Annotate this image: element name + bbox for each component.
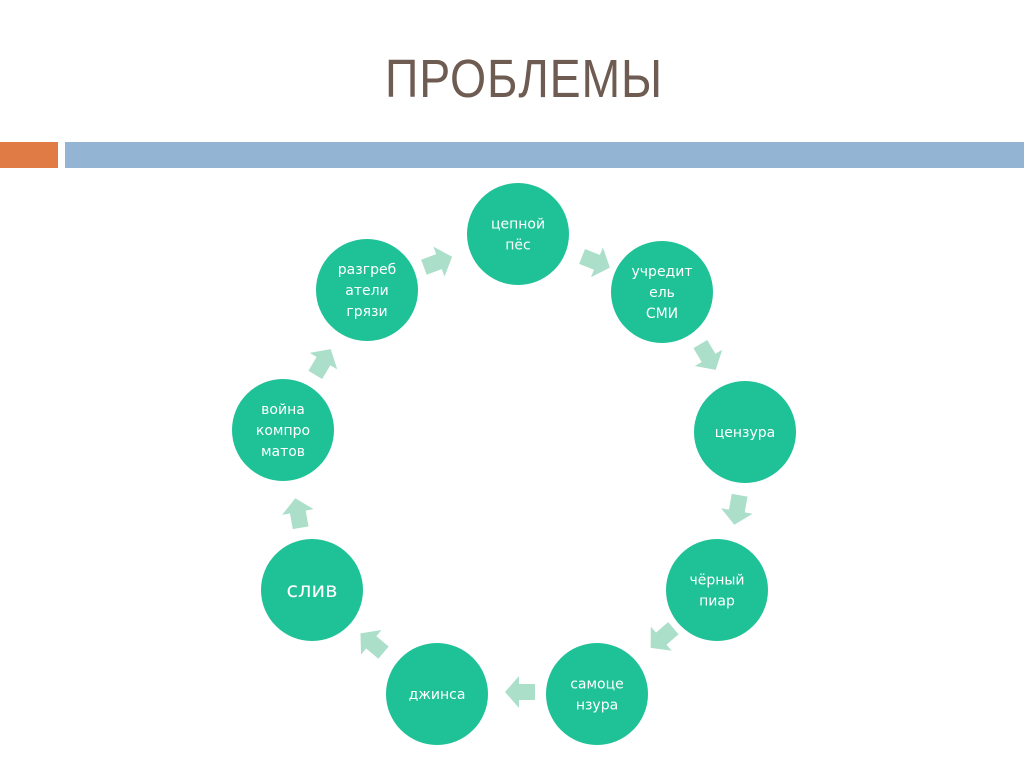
node-label: учредит [632,264,693,280]
node-label: грязи [346,304,387,320]
node-circle [546,643,648,745]
node-circle [694,381,796,483]
node-label: самоце [570,677,624,693]
node-circle [467,183,569,285]
node-circle [316,239,418,341]
node-label: цензура [715,425,776,441]
node-label: война [261,402,305,418]
node-label: матов [261,444,305,460]
cycle-arrow [360,630,389,659]
cycle-node: война компро матов [232,379,334,481]
node-label: атели [345,283,388,299]
cycle-node: разгреб атели грязи [316,239,418,341]
cycle-arrow [693,340,723,370]
cycle-arrow [505,676,535,708]
node-label: слив [287,578,338,602]
node-label: ель [649,285,675,301]
node-circle [386,643,488,745]
node-circle [611,241,713,343]
accent-bar-blue [65,142,1024,168]
node-label: нзура [576,698,618,714]
node-label: компро [256,423,310,439]
cycle-arrow [721,493,753,525]
node-label: разгреб [338,262,396,278]
cycle-arrow [579,247,610,278]
cycle-node: чёрный пиар [666,539,768,641]
cycle-arrow [650,622,679,651]
cycle-node: цепной пёс [467,183,569,285]
node-label: джинса [409,687,466,703]
node-circle [232,379,334,481]
cycle-node: самоце нзура [546,643,648,745]
node-label: пиар [699,594,735,610]
node-label: чёрный [689,573,744,589]
cycle-arrow [308,349,338,379]
cycle-node: цензура [694,381,796,483]
accent-bar-orange [0,142,58,168]
cycle-arrow [282,498,314,530]
node-label: пёс [505,238,530,254]
node-circle [666,539,768,641]
cycle-node: слив [261,539,363,641]
node-circle [261,539,363,641]
node-label: цепной [491,217,545,233]
node-label: СМИ [646,306,678,322]
cycle-arrow [421,246,453,277]
slide-title: ПРОБЛЕМЫ [384,49,664,109]
cycle-node: джинса [386,643,488,745]
